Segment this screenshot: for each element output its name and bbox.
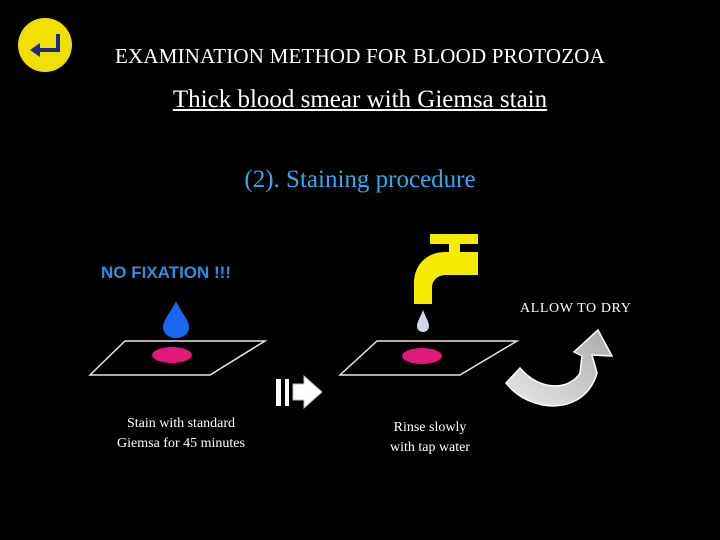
back-button[interactable] [18,18,72,72]
rinse-caption-line-1: Rinse slowly [393,420,467,435]
rinse-caption-line-2: with tap water [389,440,471,455]
section-heading: (2). Staining procedure [244,166,476,193]
blood-smear-2 [402,348,442,364]
back-button-circle [18,18,72,72]
water-drop-icon [163,301,189,338]
stain-caption-line-1: Stain with standard [126,416,236,431]
curved-arrow-icon [505,328,614,407]
no-fixation-warning: NO FIXATION !!! [101,263,231,282]
rinse-step-caption: Rinse slowly with tap water [360,418,500,458]
back-return-icon [30,34,60,57]
allow-to-dry-label: ALLOW TO DRY [520,301,632,316]
blood-smear-1 [152,347,192,363]
right-arrow-icon [276,374,323,410]
page-title: EXAMINATION METHOD FOR BLOOD PROTOZOA [114,44,605,68]
stain-step-caption: Stain with standard Giemsa for 45 minute… [90,414,272,454]
page-subtitle: Thick blood smear with Giemsa stain [172,86,548,113]
stain-caption-line-2: Giemsa for 45 minutes [117,436,245,451]
water-tap-icon [414,234,478,332]
